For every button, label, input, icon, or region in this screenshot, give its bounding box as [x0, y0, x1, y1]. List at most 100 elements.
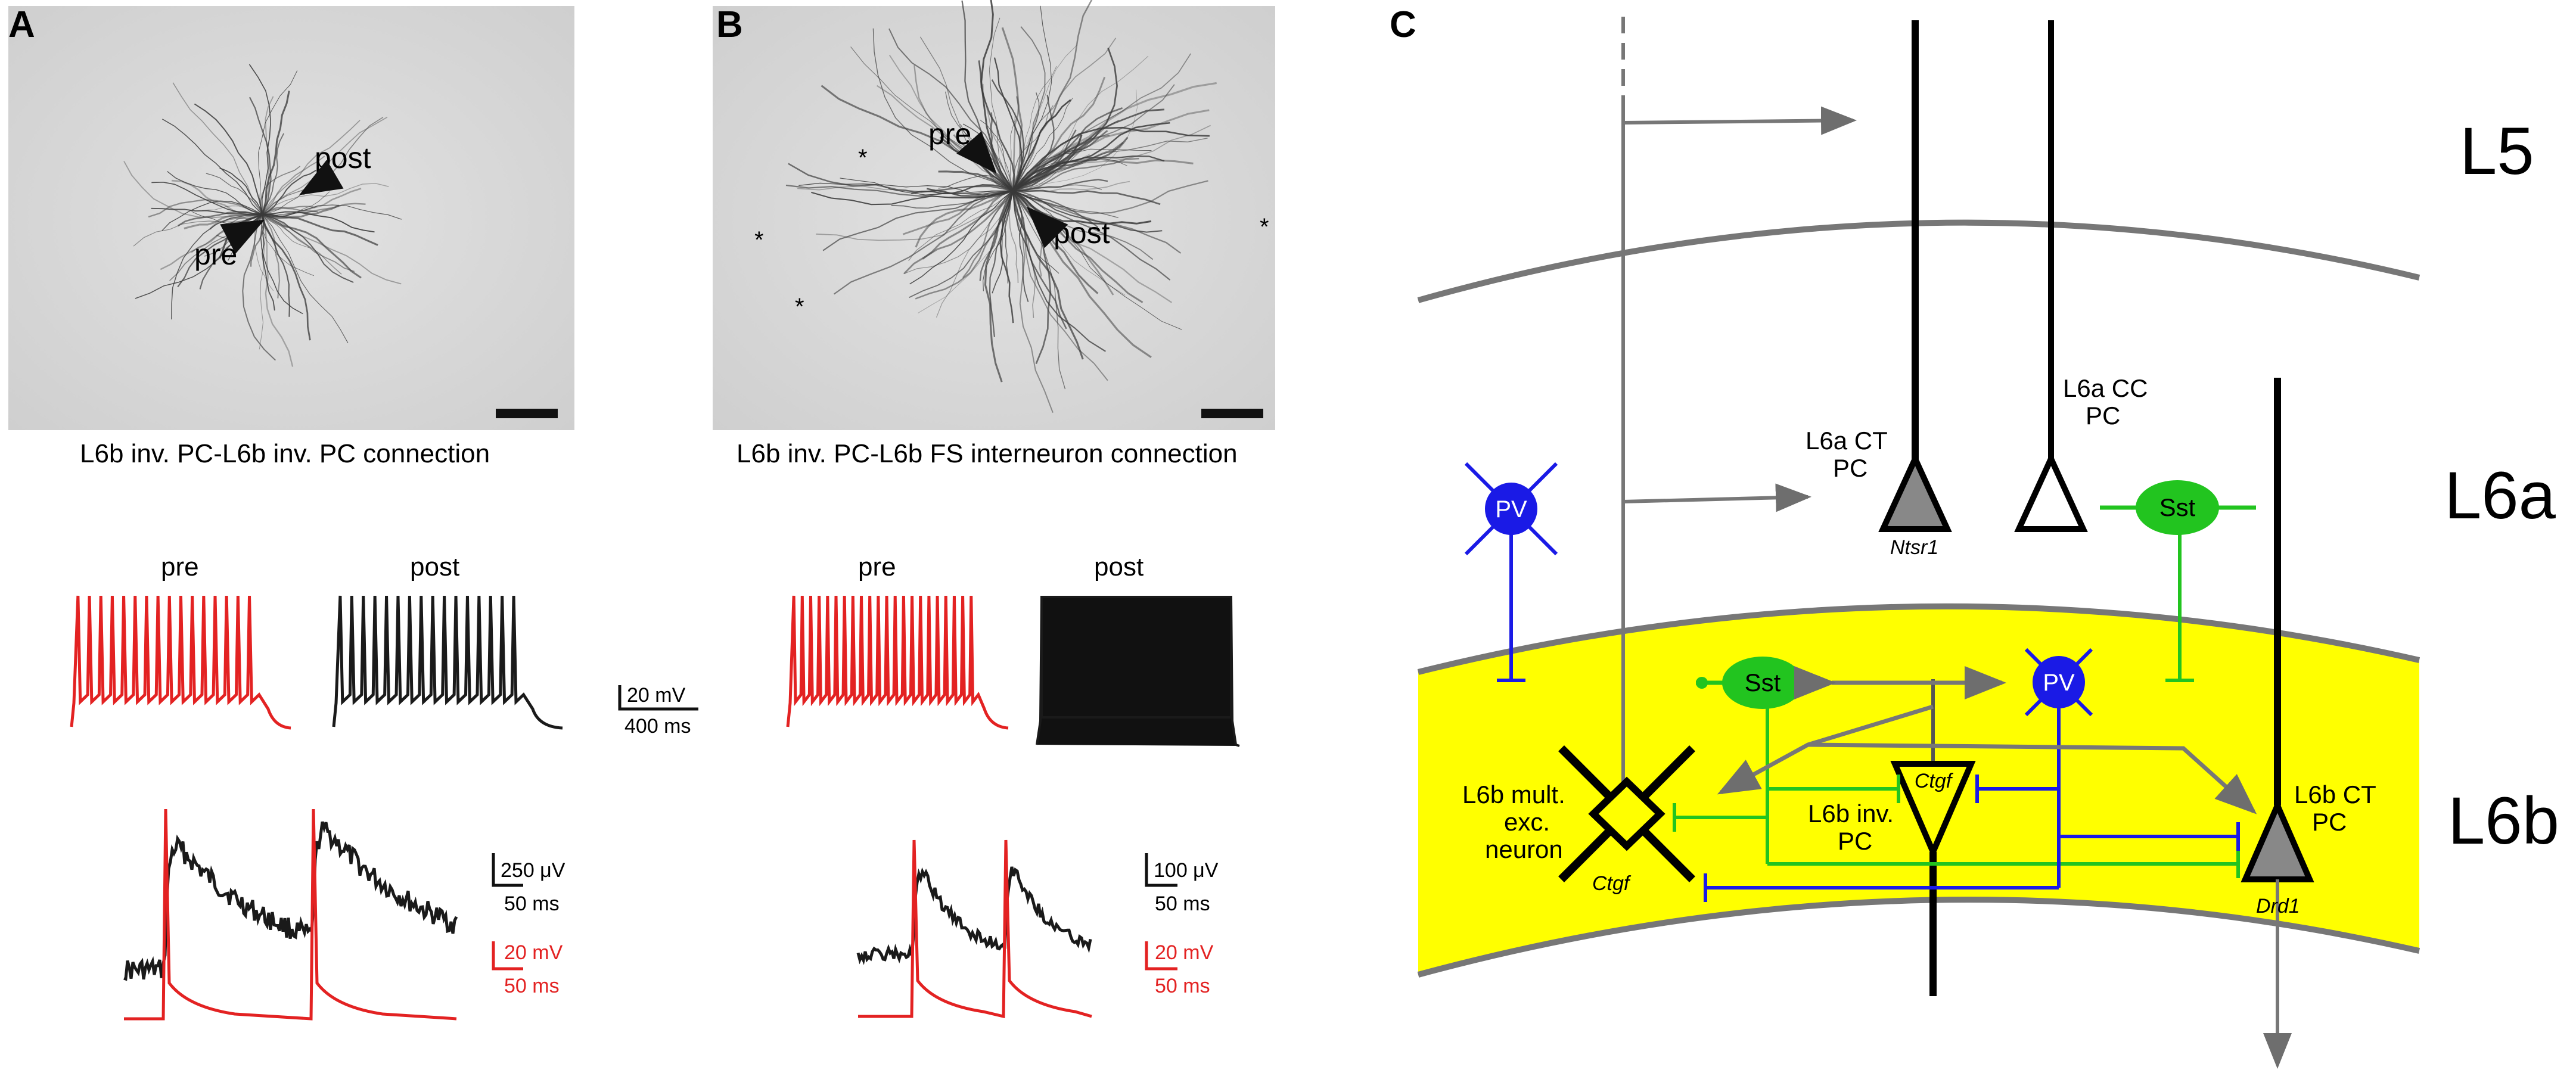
l6b-mult-neuron-cell	[1588, 776, 1665, 851]
panel-letter-c: C	[1390, 4, 1416, 45]
neurite	[161, 200, 263, 231]
neurite	[262, 191, 330, 217]
neurite	[1012, 47, 1118, 192]
spike-scale-voltage: 20 mV	[627, 684, 686, 707]
neurite	[202, 206, 263, 215]
l6a-cc-label-line1: L6a CC	[2063, 374, 2148, 402]
micrograph-b: * * * * pre post	[713, 0, 1275, 430]
neurite	[262, 211, 318, 217]
l6a-ct-label-line2: PC	[1833, 454, 1867, 482]
neurite	[123, 161, 263, 219]
l6a-ct-pc-cell	[1878, 451, 1952, 532]
neurite	[1012, 136, 1093, 192]
l6b-mult-marker: Ctgf	[1592, 872, 1632, 895]
l6b-inv-label-line2: PC	[1838, 827, 1872, 855]
neurite	[167, 171, 263, 215]
neurite	[219, 167, 263, 215]
neurite	[194, 103, 263, 215]
neurite	[261, 214, 311, 341]
photo-asterisk-2: *	[754, 227, 764, 253]
spike-train-post-a	[332, 595, 563, 730]
caption-b: L6b inv. PC-L6b FS interneuron connectio…	[737, 439, 1238, 468]
layer-label-l6a: L6a	[2444, 458, 2556, 533]
neurite	[262, 204, 402, 220]
neurite	[908, 190, 1014, 262]
neurite	[259, 214, 266, 350]
neurite	[891, 190, 1014, 209]
neurite	[1012, 190, 1067, 329]
neurite	[248, 64, 272, 215]
neurite	[1012, 190, 1108, 381]
epsp-scale-b-black-amplitude: 100 μV	[1154, 859, 1219, 882]
l6a-cc-pc-cell	[2014, 451, 2088, 532]
neurite	[1012, 108, 1165, 192]
neurite	[262, 214, 281, 298]
boundary-l6b-white-matter	[1417, 897, 2420, 978]
layer-label-l5: L5	[2460, 114, 2534, 188]
neurite	[903, 190, 1014, 275]
neurite	[1012, 38, 1117, 191]
panel-a: post pre A L6b inv. PC-L6b inv. PC conne…	[8, 4, 698, 1021]
caption-a: L6b inv. PC-L6b inv. PC connection	[80, 439, 490, 468]
neurite	[262, 214, 355, 272]
epsp-scale-bar-a: 250 μV 50 ms 20 mV 50 ms	[492, 853, 565, 997]
boundary-l6a-l6b	[1417, 603, 2420, 675]
neurite	[1012, 190, 1054, 413]
neurite	[171, 214, 263, 320]
arrow-post-b	[1027, 207, 1068, 248]
l6a-cc-label-line2: PC	[2086, 402, 2120, 430]
neurite	[980, 120, 1014, 191]
neurite	[1010, 113, 1015, 191]
neurite	[922, 189, 1014, 260]
neurite	[926, 188, 1014, 197]
neurite	[162, 119, 263, 215]
neurite	[1012, 184, 1102, 191]
boundary-l5-l6a	[1417, 219, 2420, 303]
trace-label-pre-a: pre	[161, 552, 199, 581]
arrow-post-a	[299, 160, 344, 195]
neurite	[911, 184, 1014, 194]
epsp-scale-b-red-time: 50 ms	[1155, 975, 1210, 997]
arrow-to-l5	[1623, 106, 1857, 135]
neurite	[151, 207, 263, 216]
panel-letter-b: B	[716, 4, 743, 45]
neurite	[261, 91, 290, 215]
neurite	[918, 190, 1014, 313]
neurite	[1012, 190, 1171, 281]
neurite	[1012, 154, 1090, 191]
neurite	[993, 57, 1023, 191]
l6b-sst-dendrite-tip	[1696, 677, 1708, 689]
neurite	[840, 178, 1014, 195]
scale-bar-b	[1201, 409, 1263, 418]
neurite	[262, 204, 340, 219]
l6a-ct-marker: Ntsr1	[1890, 536, 1938, 559]
l6b-ct-label-line1: L6b CT	[2294, 780, 2376, 808]
l6a-pv-cell	[1485, 483, 1537, 535]
neurite	[1012, 189, 1161, 206]
scale-bar-a	[496, 409, 558, 418]
l6b-ct-marker: Drd1	[2256, 895, 2300, 918]
neurite	[206, 173, 263, 215]
neurite	[872, 28, 1014, 191]
photo-label-post-a: post	[315, 141, 371, 175]
l6b-inv-pc-cell	[1890, 761, 1976, 860]
neurite	[1012, 98, 1073, 191]
ap-trace-pre-a	[124, 808, 457, 1021]
neurite	[262, 214, 310, 248]
neurite	[798, 182, 1014, 193]
neurite	[1012, 180, 1208, 214]
neurite	[909, 190, 1014, 285]
epsp-trace-post-a	[123, 821, 458, 981]
neurite	[262, 183, 389, 215]
micrograph-b-background	[713, 6, 1275, 430]
panel-letter-a: A	[8, 4, 35, 45]
neurite	[1012, 84, 1175, 191]
epsp-scale-b-black-time: 50 ms	[1155, 892, 1210, 915]
l6b-sst-cell	[1722, 657, 1803, 709]
neurite	[1012, 0, 1093, 191]
neurite	[262, 214, 354, 283]
epsp-scale-a-red-amplitude: 20 mV	[504, 941, 563, 964]
spike-scale-time: 400 ms	[624, 715, 691, 738]
l6b-ct-label-line2: PC	[2312, 808, 2347, 836]
arrow-pre-b	[956, 131, 997, 174]
